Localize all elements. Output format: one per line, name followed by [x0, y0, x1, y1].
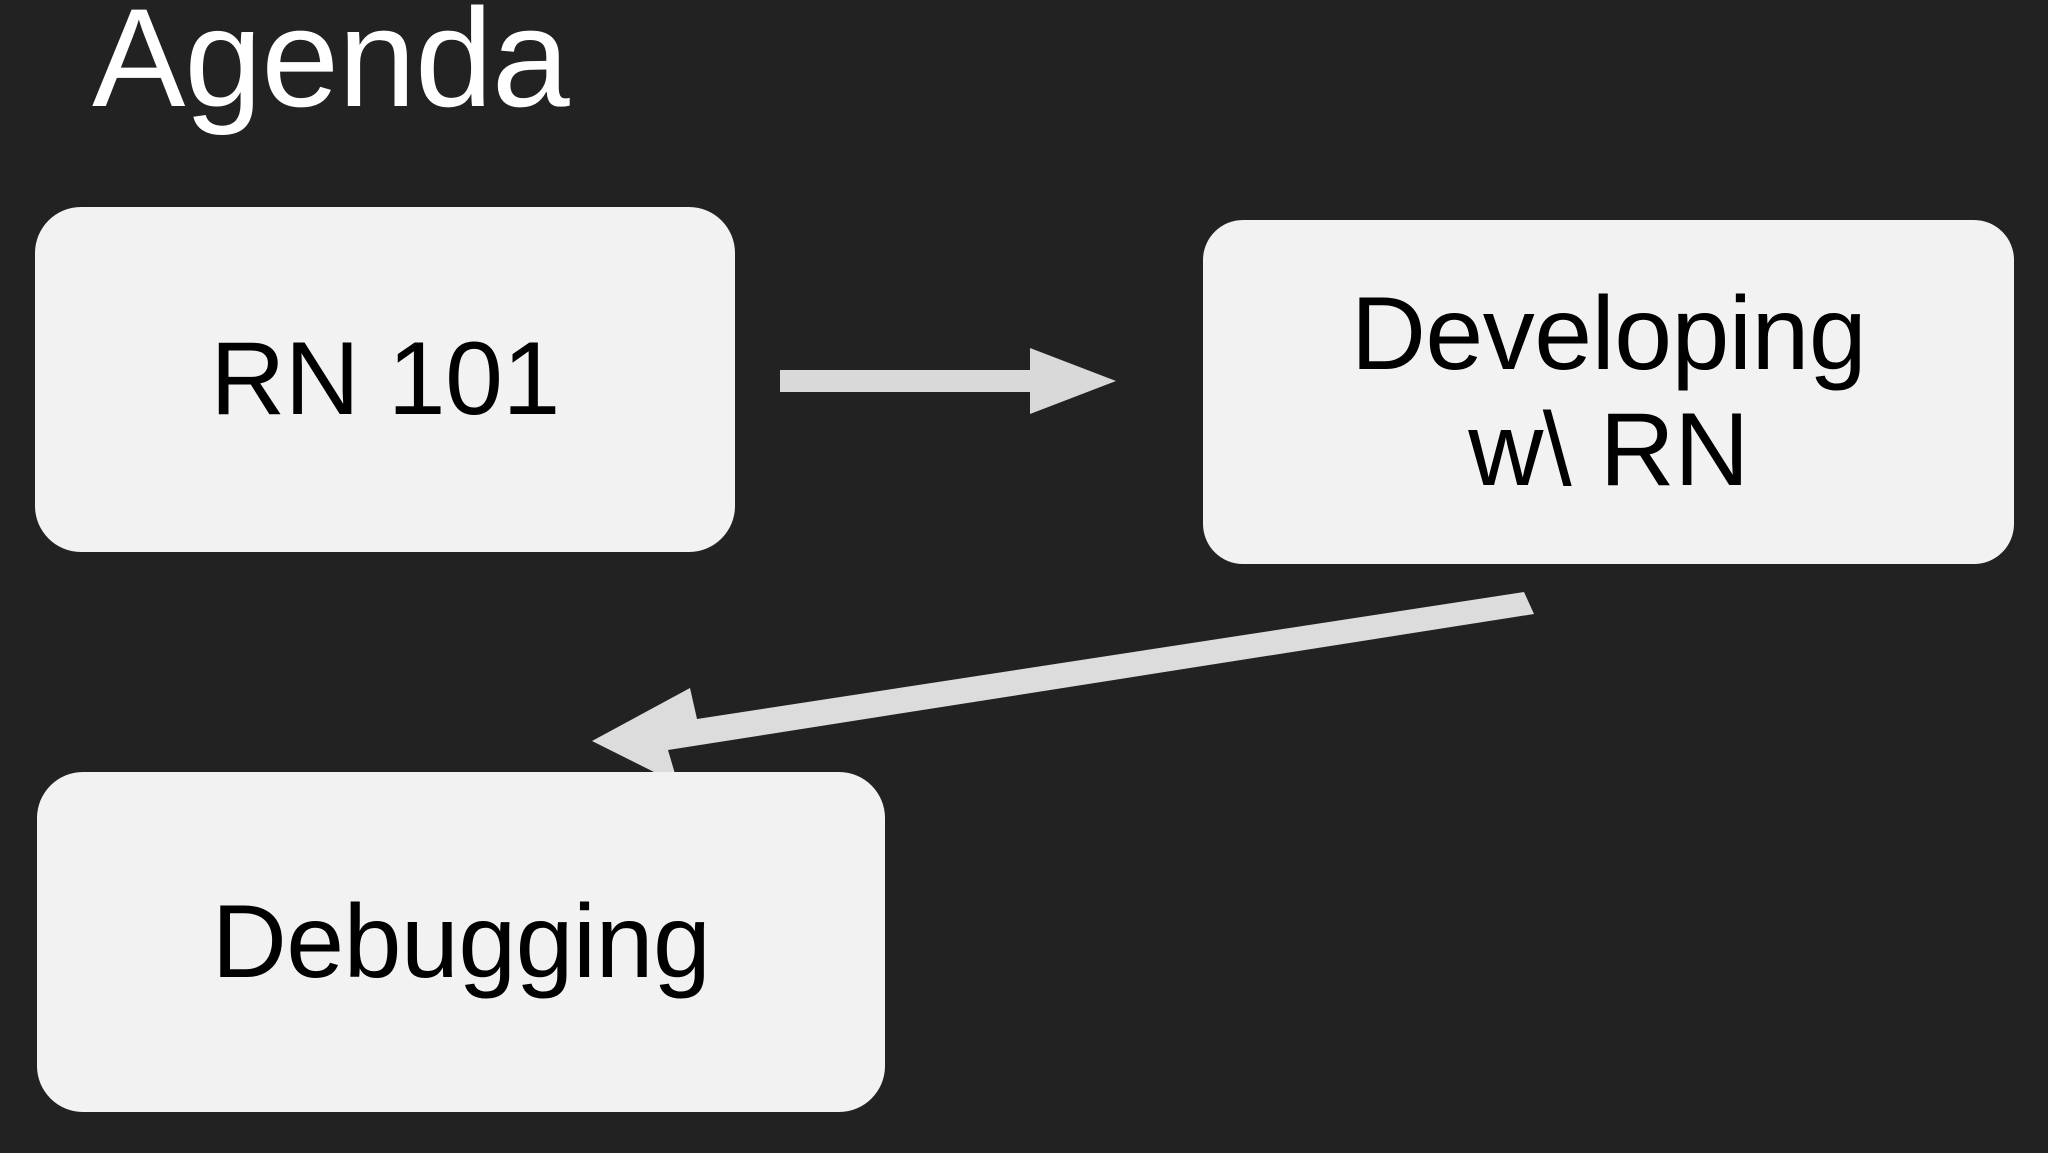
node-rn-101-label: RN 101 — [210, 321, 560, 438]
node-debugging-label: Debugging — [211, 883, 711, 1000]
node-rn-101[interactable]: RN 101 — [35, 207, 735, 552]
node-developing-w-rn[interactable]: Developing w\ RN — [1203, 220, 2014, 564]
arrow-developing-to-debugging — [592, 592, 1534, 784]
page-title: Agenda — [92, 0, 570, 136]
node-developing-w-rn-label: Developing w\ RN — [1350, 275, 1867, 508]
arrow-rn101-to-developing — [780, 348, 1116, 414]
node-debugging[interactable]: Debugging — [37, 772, 885, 1112]
